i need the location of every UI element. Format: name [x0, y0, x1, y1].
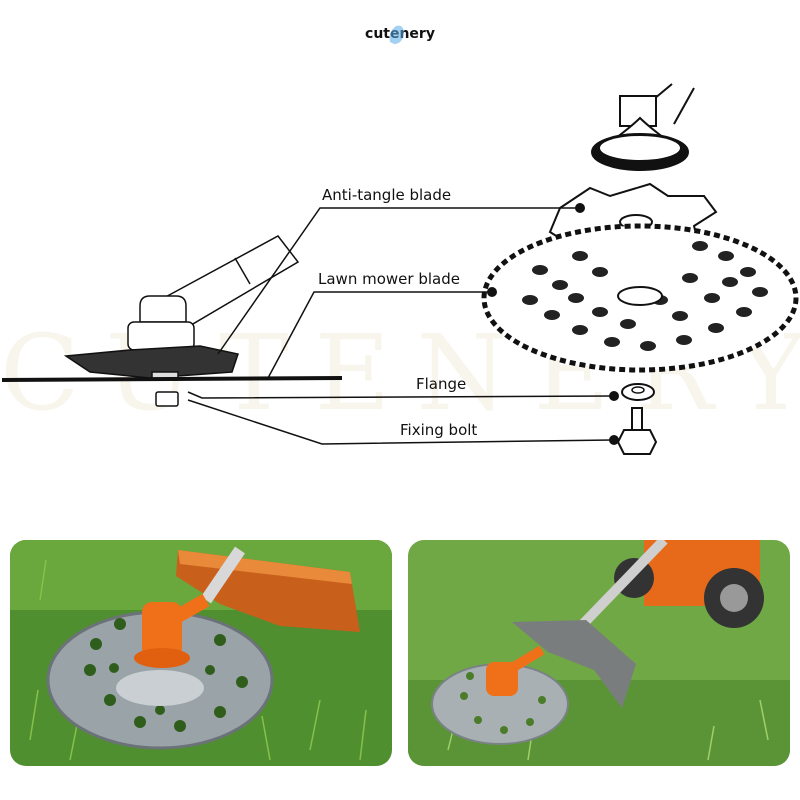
- saw-blade-exploded: [481, 223, 799, 373]
- product-photo-in-use: [408, 540, 790, 766]
- label-fixing-bolt: Fixing bolt: [400, 421, 478, 439]
- label-anti-tangle-blade: Anti-tangle blade: [322, 186, 452, 204]
- assembled-trimmer-head: [63, 235, 300, 407]
- leader-dots: [487, 203, 619, 445]
- assembled-blade-line: [1, 376, 343, 382]
- leader-lines: [187, 207, 613, 445]
- label-flange: Flange: [416, 375, 467, 393]
- product-photo-closeup: [10, 540, 392, 766]
- label-lawn-mower-blade: Lawn mower blade: [318, 270, 460, 288]
- brand-logo-icon: [389, 25, 404, 44]
- fixing-bolt-part: [616, 407, 658, 455]
- mount-cap: [591, 83, 695, 171]
- exploded-diagram: [1, 83, 799, 455]
- flange-part: [621, 383, 655, 401]
